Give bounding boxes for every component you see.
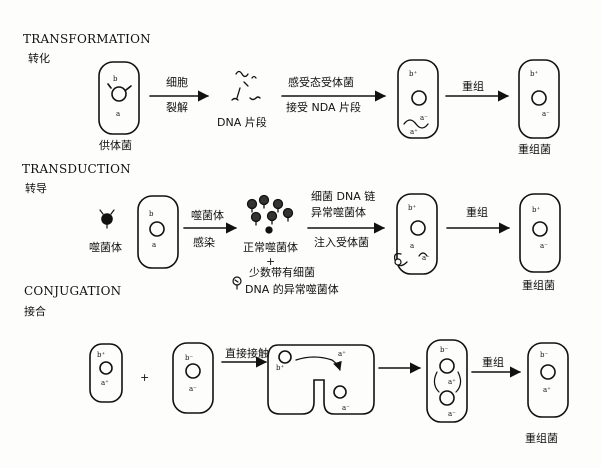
conjugation-donor-cell (89, 343, 123, 403)
conjugation-header: CONJUGATION (24, 284, 122, 298)
normal-phage-label: 正常噬菌体 (243, 241, 298, 254)
td-recombinant-allele-b: b⁺ (532, 206, 540, 214)
conjugation-recipient-cell (172, 342, 214, 414)
conjugation-transfer-cell (426, 339, 468, 423)
td-recipient-allele-a2: a⁻ (422, 254, 430, 262)
donor-chromosome (111, 86, 127, 102)
transduction-plus: + (266, 255, 276, 268)
t-recipient-allele-a2: a⁺ (410, 128, 418, 136)
transduction-step2-top-line1: 细菌 DNA 链 (311, 190, 376, 203)
t-recipient-allele-a: a⁻ (420, 114, 428, 122)
few-with-label: 少数带有细菌 (249, 266, 315, 279)
td-recipient-allele-b: b⁺ (408, 204, 416, 212)
transduction-step1-top: 噬菌体 (191, 209, 224, 222)
transformation-step1-top: 细胞 (166, 76, 188, 89)
c-recipient-allele-b: b⁻ (185, 354, 193, 362)
transformation-step2-bottom: 接受 NDA 片段 (286, 101, 362, 114)
transduction-recipient-cell (396, 193, 438, 275)
transformation-result-label: 重组菌 (518, 143, 551, 156)
transduction-step2-bottom: 注入受体菌 (314, 236, 369, 249)
transformation-header: TRANSFORMATION (23, 32, 151, 46)
c-donor-allele-a: a⁺ (101, 379, 109, 387)
c-recipient-allele-a: a⁻ (189, 385, 197, 393)
donor-allele-a: a (116, 110, 120, 118)
phage-label: 噬菌体 (89, 241, 122, 254)
transduction-header: TRANSDUCTION (22, 162, 131, 176)
transduction-step1-bottom: 感染 (193, 236, 215, 249)
transduction-recombinant-cell (519, 193, 561, 273)
dna-fragment-label: DNA 片段 (217, 116, 267, 129)
td-recipient-allele-a: a (410, 242, 414, 250)
conjugation-step2: 重组 (482, 356, 504, 369)
c-recombinant-allele-b: b⁻ (540, 351, 548, 359)
td-recombinant-allele-a: a⁻ (540, 242, 548, 250)
c-recombinant-allele-a: a⁺ (543, 386, 551, 394)
c-pair-allele-a: a⁺ (338, 350, 346, 358)
c-transfer-allele-a: a⁺ (448, 378, 456, 386)
c-pair-allele-a2: a⁻ (342, 404, 350, 412)
mating-pair (267, 344, 375, 415)
conjugation-plus: + (140, 371, 150, 384)
phage-cluster (246, 194, 294, 234)
allele-labels: b a b⁺ a⁻ a⁺ b⁺ a⁻ b a b⁺ a a⁻ b⁺ a⁻ b⁺ … (97, 70, 551, 418)
c-transfer-allele-a2: a⁻ (448, 410, 456, 418)
transformation-step1-bottom: 裂解 (166, 101, 188, 114)
conjugation-subheader: 接合 (24, 305, 46, 318)
c-transfer-allele-b: b⁻ (440, 346, 448, 354)
transduction-step2-top-line2: 异常噬菌体 (311, 206, 366, 219)
c-donor-allele-b: b⁺ (97, 351, 105, 359)
transduction-host-cell (137, 195, 179, 269)
transformation-step3: 重组 (462, 80, 484, 93)
td-host-allele-b: b (149, 210, 154, 218)
t-recombinant-allele-b: b⁺ (530, 70, 538, 78)
c-pair-allele-b: b⁺ (276, 364, 284, 372)
transformation-recombinant-cell (518, 59, 560, 139)
conjugation-recombinant-cell (527, 342, 569, 418)
phage-particle (99, 209, 115, 229)
abnormal-phage-icon (232, 276, 242, 290)
transformation-recipient-cell (397, 59, 439, 139)
abnormal-phage-label: DNA 的异常噬菌体 (245, 283, 339, 296)
donor-cell (98, 61, 140, 135)
td-host-allele-a: a (152, 241, 156, 249)
conjugation-step1: 直接接触 (225, 347, 269, 360)
t-recombinant-allele-a: a⁻ (542, 110, 550, 118)
conjugation-result-label: 重组菌 (525, 432, 558, 445)
transformation-subheader: 转化 (28, 52, 50, 65)
transduction-subheader: 转导 (25, 182, 47, 195)
dna-fragments (231, 70, 261, 101)
transduction-result-label: 重组菌 (522, 279, 555, 292)
transduction-step3: 重组 (466, 206, 488, 219)
t-recipient-allele-b: b⁺ (409, 70, 417, 78)
donor-allele-b: b (113, 75, 118, 83)
transformation-step2-top: 感受态受体菌 (288, 76, 354, 89)
donor-cell-label: 供体菌 (99, 139, 132, 152)
